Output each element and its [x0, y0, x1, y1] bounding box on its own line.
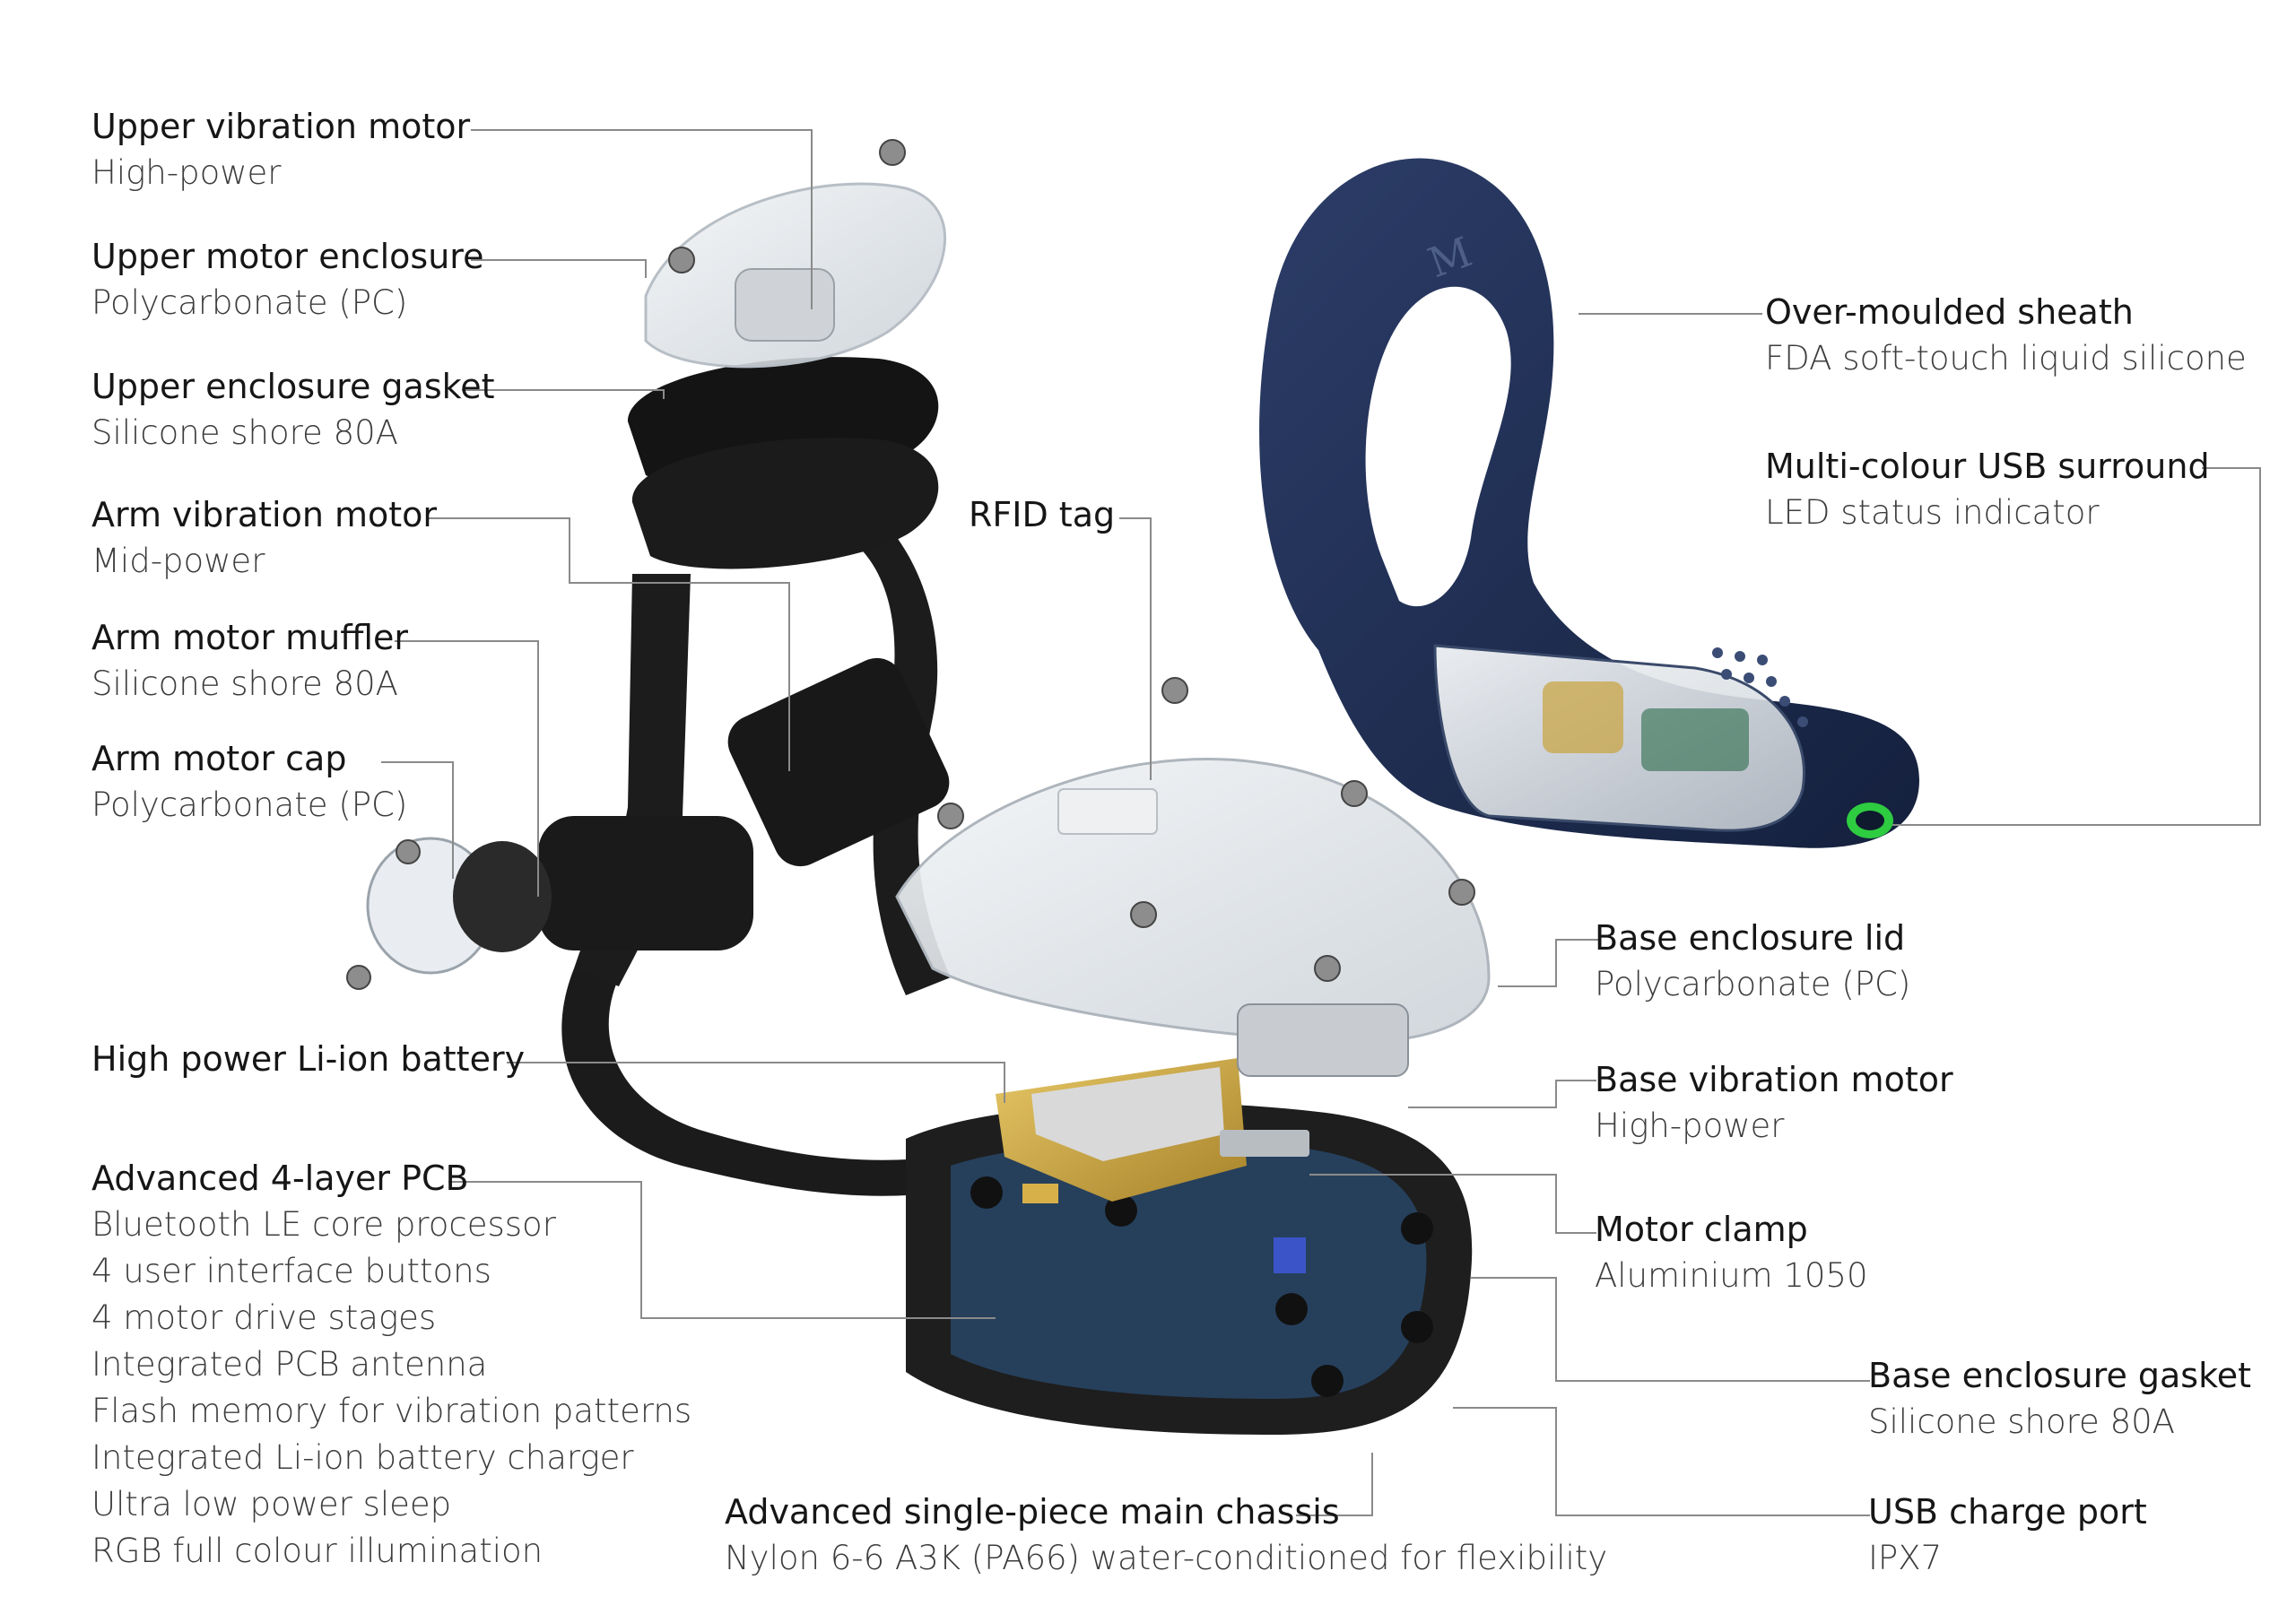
base-lid-part [895, 758, 1491, 1044]
callout-detail: High-power [1595, 1107, 1785, 1145]
callout-detail: High-power [91, 153, 282, 192]
callout-detail: Nylon 6-6 A3K (PA66) water-conditioned f… [725, 1539, 1608, 1577]
callout-over-moulded-sheath: Over-moulded sheath FDA soft-touch liqui… [1765, 289, 2247, 382]
assembled-device: M [1259, 158, 1919, 848]
callout-detail: Polycarbonate (PC) [91, 785, 408, 824]
arm-motor-muffler-part [453, 841, 552, 952]
callout-motor-clamp: Motor clamp Aluminium 1050 [1595, 1206, 1868, 1299]
callout-title: USB charge port [1868, 1492, 2147, 1532]
callout-detail: Aluminium 1050 [1595, 1256, 1868, 1295]
callout-detail: Integrated PCB antenna [91, 1345, 488, 1384]
callout-arm-vibration-motor: Arm vibration motor Mid-power [91, 491, 437, 585]
callout-title: RFID tag [969, 495, 1116, 534]
button-dots [1712, 647, 1808, 727]
usb-port-opening [1856, 811, 1884, 830]
pcb-board [951, 1140, 1427, 1399]
battery-part [996, 1058, 1247, 1202]
upper-assembly [628, 182, 947, 569]
screws [346, 139, 1475, 990]
callout-title: Advanced 4-layer PCB [91, 1159, 469, 1198]
callout-detail: Silicone shore 80A [91, 664, 398, 703]
main-chassis-part [561, 968, 1473, 1435]
callout-title: Arm motor muffler [91, 618, 409, 657]
arm-vibration-motor-part [727, 657, 950, 867]
window-battery [1543, 681, 1623, 753]
callout-detail: Silicone shore 80A [91, 413, 398, 452]
callout-usb-surround: Multi-colour USB surround LED status ind… [1765, 443, 2210, 536]
callout-upper-vibration-motor: Upper vibration motor High-power [91, 103, 470, 196]
callout-li-ion-battery: High power Li-ion battery [91, 1036, 525, 1082]
rfid-tag-part [1057, 788, 1158, 835]
callout-upper-motor-enclosure: Upper motor enclosure Polycarbonate (PC) [91, 233, 483, 326]
callout-title: Arm motor cap [91, 739, 347, 778]
callout-detail: Silicone shore 80A [1868, 1402, 2175, 1441]
callout-title: Upper motor enclosure [91, 237, 484, 276]
callout-arm-motor-muffler: Arm motor muffler Silicone shore 80A [91, 614, 408, 707]
callout-usb-charge-port: USB charge port IPX7 [1868, 1488, 2147, 1582]
callout-detail: Mid-power [91, 542, 265, 580]
arm-motor-housing [538, 816, 753, 950]
callout-title: High power Li-ion battery [91, 1039, 526, 1079]
callout-detail: LED status indicator [1765, 493, 2100, 532]
arm-part [366, 502, 951, 995]
callout-pcb: Advanced 4-layer PCB Bluetooth LE core p… [91, 1155, 691, 1575]
callout-base-vibration-motor: Base vibration motor High-power [1595, 1056, 1953, 1150]
callout-detail: Polycarbonate (PC) [91, 283, 408, 322]
callout-detail: IPX7 [1868, 1539, 1943, 1577]
callout-upper-enclosure-gasket: Upper enclosure gasket Silicone shore 80… [91, 363, 495, 456]
callout-title: Advanced single-piece main chassis [725, 1492, 1340, 1532]
pcb-component [1274, 1237, 1306, 1273]
callout-rfid-tag: RFID tag [969, 491, 1115, 538]
callout-detail: FDA soft-touch liquid silicone [1765, 339, 2247, 378]
motor-clamp-part [1220, 1130, 1309, 1157]
callout-detail: Integrated Li-ion battery charger [91, 1438, 634, 1477]
callout-detail: Flash memory for vibration patterns [91, 1392, 692, 1430]
sheath-opening [1365, 286, 1511, 607]
leader-lines [381, 129, 2261, 1516]
callout-title: Upper enclosure gasket [91, 367, 495, 406]
callout-detail: Ultra low power sleep [91, 1485, 452, 1523]
callout-detail: 4 user interface buttons [91, 1252, 491, 1290]
callout-base-enclosure-gasket: Base enclosure gasket Silicone shore 80A [1868, 1352, 2251, 1445]
upper-motor-part [735, 268, 835, 342]
callout-detail: RGB full colour illumination [91, 1532, 544, 1570]
callout-title: Base vibration motor [1595, 1060, 1953, 1099]
callout-title: Base enclosure gasket [1868, 1356, 2252, 1395]
callout-detail: 4 motor drive stages [91, 1298, 437, 1337]
base-vibration-motor-part [1237, 1003, 1409, 1077]
callout-detail: Bluetooth LE core processor [91, 1205, 556, 1244]
window-pcb [1641, 708, 1749, 771]
callout-arm-motor-cap: Arm motor cap Polycarbonate (PC) [91, 735, 407, 829]
callout-main-chassis: Advanced single-piece main chassis Nylon… [725, 1488, 1607, 1582]
callout-title: Arm vibration motor [91, 495, 438, 534]
callout-title: Motor clamp [1595, 1210, 1808, 1249]
callout-title: Upper vibration motor [91, 107, 471, 146]
callout-title: Base enclosure lid [1595, 918, 1906, 958]
callout-detail: Polycarbonate (PC) [1595, 965, 1911, 1003]
callout-title: Over-moulded sheath [1765, 292, 2134, 332]
callout-title: Multi-colour USB surround [1765, 447, 2210, 486]
callout-base-enclosure-lid: Base enclosure lid Polycarbonate (PC) [1595, 915, 1910, 1008]
